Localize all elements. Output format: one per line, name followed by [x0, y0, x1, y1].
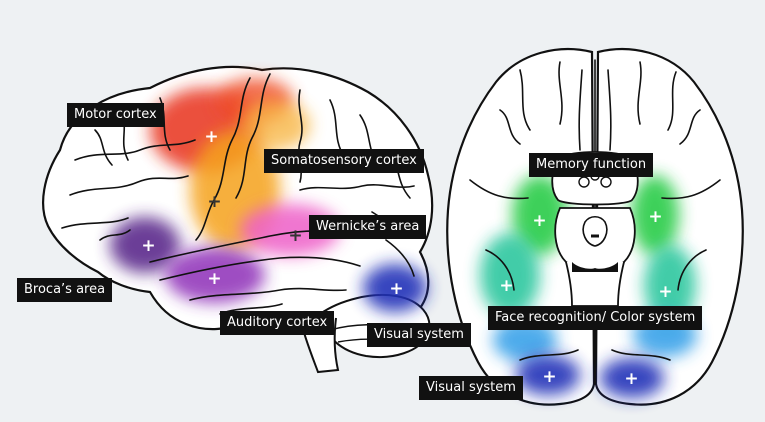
marker-face-left: +	[499, 276, 514, 296]
lateral-brain	[42, 65, 434, 374]
ventral-brain	[446, 48, 744, 406]
label-visual-system-lateral: Visual system	[367, 323, 471, 347]
marker-memory-right: +	[648, 207, 663, 227]
label-memory-function: Memory function	[529, 153, 654, 177]
marker-broca: +	[141, 236, 156, 256]
marker-somatosensory: +	[207, 192, 222, 212]
marker-visual-ventral-left: +	[542, 367, 557, 387]
marker-visual-lateral: +	[389, 279, 404, 299]
label-visual-system-ventral: Visual system	[419, 376, 523, 400]
label-wernickes-area: Wernicke’s area	[309, 215, 427, 239]
label-face-recognition-color-system: Face recognition/ Color system	[488, 306, 703, 330]
gyri-lines	[61, 73, 421, 315]
label-somatosensory-cortex: Somatosensory cortex	[264, 149, 424, 173]
marker-visual-ventral-right: +	[624, 369, 639, 389]
marker-auditory: +	[207, 269, 222, 289]
marker-face-right: +	[658, 282, 673, 302]
marker-wernicke: +	[288, 226, 303, 246]
label-auditory-cortex: Auditory cortex	[220, 311, 335, 335]
marker-motor: +	[204, 127, 219, 147]
marker-memory-left: +	[532, 211, 547, 231]
label-brocas-area: Broca’s area	[17, 278, 113, 302]
label-motor-cortex: Motor cortex	[67, 103, 164, 127]
